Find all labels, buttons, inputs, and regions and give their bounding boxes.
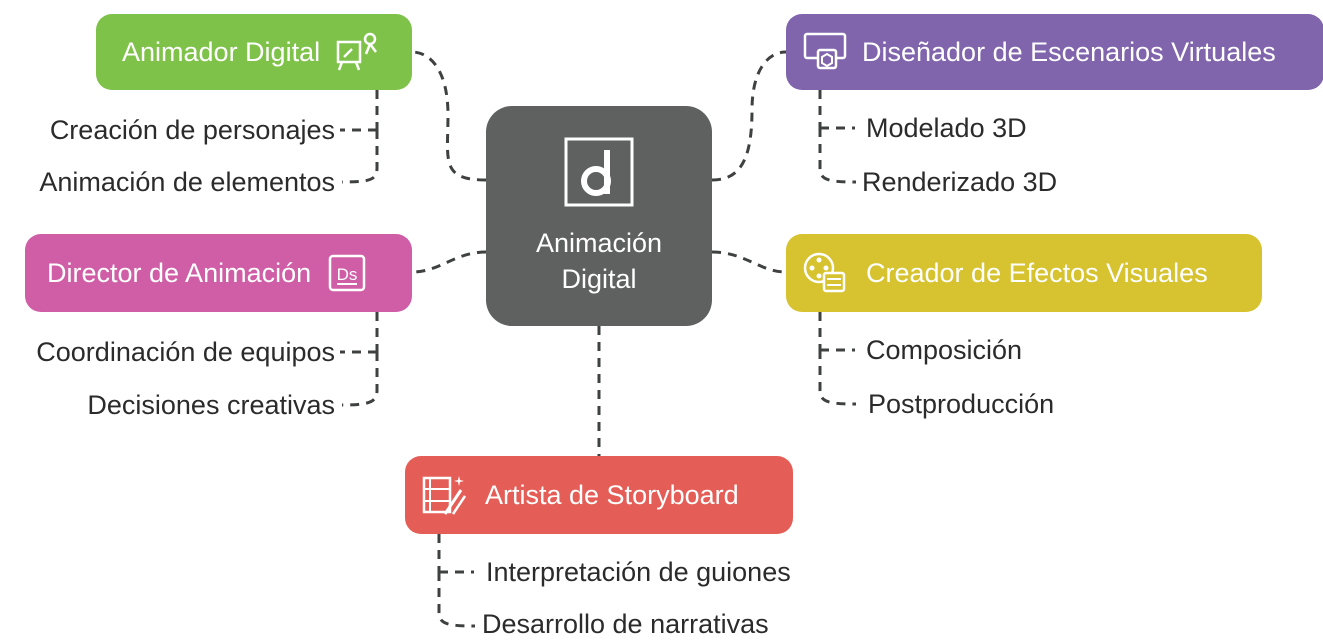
node-director-animacion: Director de Animación Ds xyxy=(25,234,412,312)
film-reel-panel-icon xyxy=(802,251,848,295)
connector-storyboard-leaves xyxy=(437,534,476,628)
connector-center-efectos xyxy=(711,250,787,274)
easel-pencil-icon xyxy=(334,30,382,74)
node-artista-storyboard: Artista de Storyboard xyxy=(405,456,793,534)
leaf-creacion-personajes: Creación de personajes xyxy=(49,115,335,145)
leaf-decisiones-creativas: Decisiones creativas xyxy=(87,390,335,420)
node-director-title: Director de Animación xyxy=(47,257,312,288)
connector-director-leaves xyxy=(340,312,379,407)
central-title-line1: Animación xyxy=(535,228,663,258)
film-strip-brush-icon xyxy=(421,472,467,518)
leaf-interpretacion-guiones: Interpretación de guiones xyxy=(486,557,791,587)
leaf-renderizado-3d: Renderizado 3D xyxy=(862,167,1058,197)
central-title-line2: Digital xyxy=(561,264,637,294)
connector-efectos-leaves xyxy=(818,312,857,406)
leaf-composicion: Composición xyxy=(866,335,1023,365)
node-animador-title: Animador Digital xyxy=(122,36,321,67)
connector-center-escenarios xyxy=(711,50,787,182)
node-escenarios-title: Diseñador de Escenarios Virtuales xyxy=(862,36,1276,67)
leaf-modelado-3d: Modelado 3D xyxy=(866,113,1027,143)
connector-escenarios-leaves xyxy=(818,90,857,184)
leaf-animacion-elementos: Animación de elementos xyxy=(39,167,335,197)
leaf-desarrollo-narrativas: Desarrollo de narrativas xyxy=(482,609,769,639)
connector-center-animador xyxy=(411,50,487,182)
node-creador-efectos: Creador de Efectos Visuales xyxy=(786,234,1262,312)
leaf-postproduccion: Postproducción xyxy=(868,389,1055,419)
connector-animador-leaves xyxy=(340,90,379,184)
ds-badge-icon: Ds xyxy=(327,253,367,293)
svg-text:Ds: Ds xyxy=(337,265,358,284)
d-logo-icon xyxy=(563,136,635,213)
node-efectos-title: Creador de Efectos Visuales xyxy=(866,257,1208,288)
node-storyboard-title: Artista de Storyboard xyxy=(485,479,739,510)
central-node: Animación Digital xyxy=(486,106,712,326)
node-disenador-escenarios: Diseñador de Escenarios Virtuales xyxy=(786,14,1323,90)
connector-center-director xyxy=(411,250,487,274)
node-animador-digital: Animador Digital xyxy=(96,14,412,90)
monitor-cube-icon xyxy=(802,30,848,74)
leaf-coordinacion-equipos: Coordinación de equipos xyxy=(36,337,335,367)
